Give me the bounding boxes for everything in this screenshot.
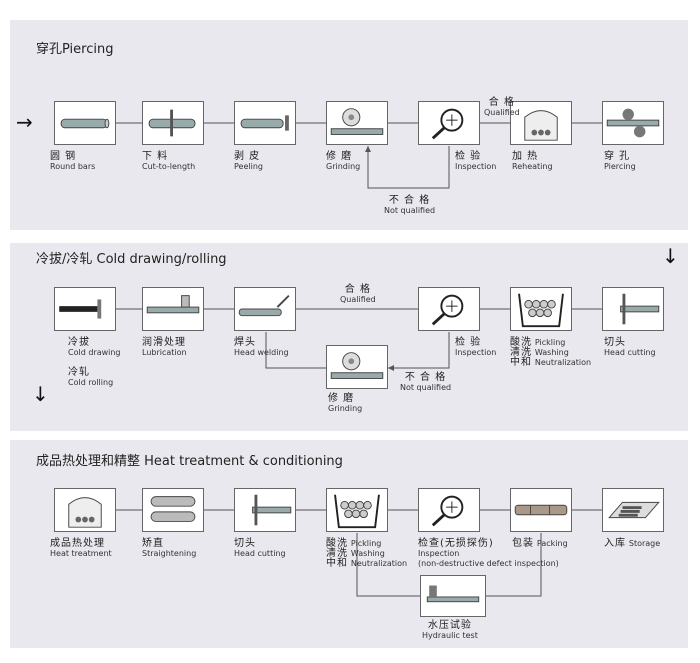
peeling-icon [234,101,296,145]
cut-to-length-icon [142,101,204,145]
step-packing: 包装 Packing [512,538,568,549]
start-arrow-icon: → [16,110,33,134]
heat-treatment-furnace-icon [54,488,116,532]
piercing-section-title: 穿孔Piercing [36,42,114,57]
head-cutting-icon [602,287,664,331]
lubrication-icon [142,287,204,331]
head-welding-icon [234,287,296,331]
straightening-icon [142,488,204,532]
step-pickling-2: 酸洗 Pickling 清洗 Washing 中和 Neutralization [326,538,408,569]
storage-icon [602,488,664,532]
cold-section [10,243,688,431]
down-arrow-icon: ↓ [662,244,679,268]
reheating-furnace-icon [510,101,572,145]
step-pickling: 酸洗 Pickling 清洗 Washing 中和 Neutralization [510,337,592,368]
grinding-icon [326,345,388,389]
pickling-tank-icon [510,287,572,331]
grinding-icon [326,101,388,145]
hydraulic-test-icon [420,575,486,617]
step-storage: 入库 Storage [604,538,661,549]
heat-section [10,440,688,648]
heat-section-title: 成品热处理和精整 Heat treatment & conditioning [36,454,343,469]
step-ndt-inspection: 检查(无损探伤)Inspection(non-destructive defec… [418,538,559,569]
pickling-tank-icon [326,488,388,532]
packing-icon [510,488,572,532]
inspection-icon [418,101,480,145]
down-arrow-icon: ↓ [32,382,49,406]
inspection-icon [418,287,480,331]
cold-drawing-icon [54,287,116,331]
piercing-mill-icon [602,101,664,145]
round-bar-icon [54,101,116,145]
cold-section-title: 冷拔/冷轧 Cold drawing/rolling [36,252,227,267]
inspection-icon [418,488,480,532]
head-cutting-icon [234,488,296,532]
